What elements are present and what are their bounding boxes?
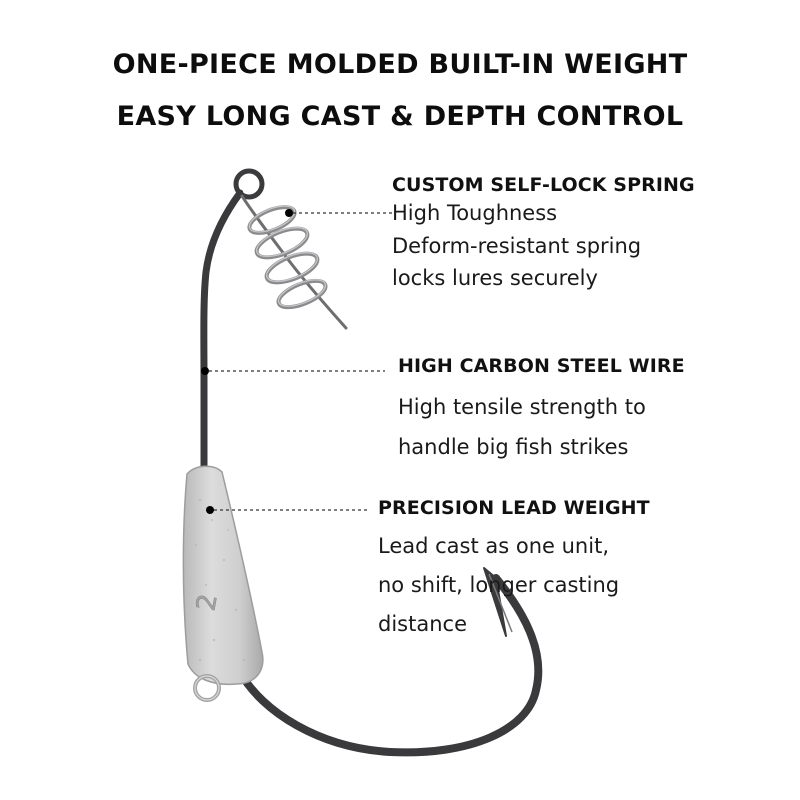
weight-callout-line: Lead cast as one unit, [378, 534, 609, 558]
hook-shank [200, 189, 244, 484]
spring-callout-line: locks lures securely [392, 266, 598, 290]
headline-line-1: ONE-PIECE MOLDED BUILT-IN WEIGHT [112, 49, 688, 80]
wire-callout-title: HIGH CARBON STEEL WIRE [398, 355, 685, 377]
wire-callout: HIGH CARBON STEEL WIRE High tensile stre… [398, 355, 685, 467]
headline-line-2: EASY LONG CAST & DEPTH CONTROL [116, 101, 684, 132]
spring-callout-line: High Toughness [392, 201, 558, 225]
weight-callout-title: PRECISION LEAD WEIGHT [378, 497, 650, 519]
wire-callout-dot [201, 367, 209, 375]
weight-callout: PRECISION LEAD WEIGHT Lead cast as one u… [378, 497, 650, 644]
hook-bend [236, 574, 543, 757]
wire-callout-body: High tensile strength to handle big fish… [398, 387, 685, 467]
spring-keeper-wire [240, 194, 348, 330]
spring-callout-line: Deform-resistant spring [392, 233, 642, 258]
weight-callout-line: distance [378, 612, 467, 636]
weight-callout-body: Lead cast as one unit, no shift, longer … [378, 527, 650, 644]
hook-barb [483, 567, 507, 637]
spring-callout-title: CUSTOM SELF-LOCK SPRING [392, 174, 695, 196]
lead-weight [182, 465, 264, 686]
weight-callout-line: no shift, longer casting [378, 573, 620, 597]
spring-callout: CUSTOM SELF-LOCK SPRING High Toughness D… [392, 174, 695, 295]
wire-callout-line: handle big fish strikes [398, 435, 629, 459]
weight-callout-dot [206, 506, 214, 514]
spring-callout-body: High Toughness Deform-resistant spring l… [392, 197, 695, 295]
hook-eye [233, 168, 265, 200]
spring-callout-dot [285, 209, 293, 217]
weight-size-mark: 2 [191, 592, 223, 614]
wire-callout-line: High tensile strength to [398, 395, 646, 419]
